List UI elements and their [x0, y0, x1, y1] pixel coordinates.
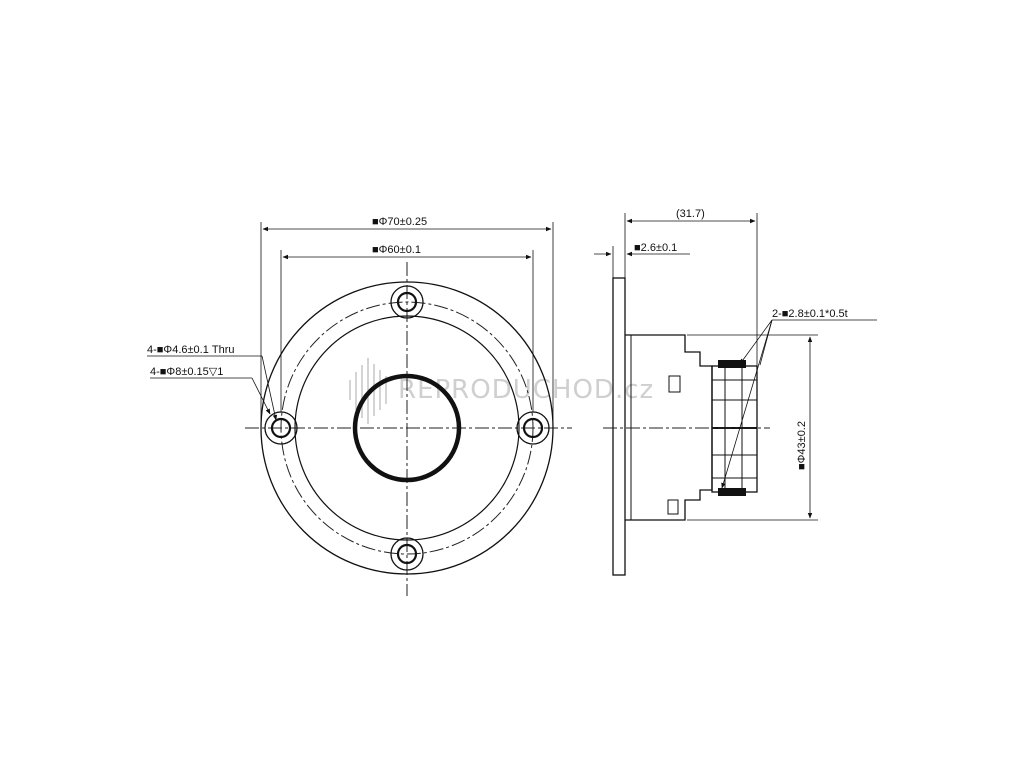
mounting-hole-top [390, 285, 424, 319]
inner-diameter-label: ■Φ60±0.1 [372, 244, 421, 256]
terminal-lug-top [718, 360, 746, 368]
inner-diameter-dimension: ■Φ60±0.1 [280, 244, 534, 412]
depth-dimension: (31.7) [624, 208, 758, 366]
mounting-hole-bottom [390, 537, 424, 571]
terminal-callout: 2-■2.8±0.1*0.5t [721, 308, 877, 489]
side-tab-upper [668, 375, 681, 393]
counterbore-label: 4-■Φ8±0.15▽1 [150, 366, 223, 378]
outer-diameter-label: ■Φ70±0.25 [372, 216, 427, 228]
outer-flange [260, 281, 554, 575]
side-flange-plate [612, 277, 626, 576]
body-diameter-label: ■Φ43±0.2 [796, 421, 808, 470]
hole-callouts: 4-■Φ4.6±0.1 Thru 4-■Φ8±0.15▽1 [147, 344, 278, 421]
thru-hole-label: 4-■Φ4.6±0.1 Thru [147, 344, 235, 356]
bolt-circle [280, 301, 534, 555]
body-diameter-dimension: ■Φ43±0.2 [687, 334, 818, 521]
terminal-label: 2-■2.8±0.1*0.5t [772, 308, 848, 320]
inner-ring [294, 315, 520, 541]
side-tab-lower [667, 499, 679, 515]
depth-label: (31.7) [676, 208, 705, 220]
front-view: ■Φ70±0.25 ■Φ60±0.1 4-■Φ4.6±0.1 Thru 4-■Φ… [147, 216, 572, 596]
flange-label: ■2.6±0.1 [634, 242, 677, 254]
central-dome [352, 373, 462, 483]
flange-thickness-dimension: ■2.6±0.1 [594, 242, 690, 278]
watermark: REPRODUCHOD.cz [349, 358, 654, 424]
watermark-text: REPRODUCHOD.cz [398, 375, 654, 405]
outer-diameter-dimension: ■Φ70±0.25 [260, 216, 554, 420]
terminal-lug-bottom [718, 488, 746, 496]
side-view: (31.7) ■2.6±0.1 2-■2.8±0.1*0.5t ■Φ43±0.2 [594, 208, 877, 576]
